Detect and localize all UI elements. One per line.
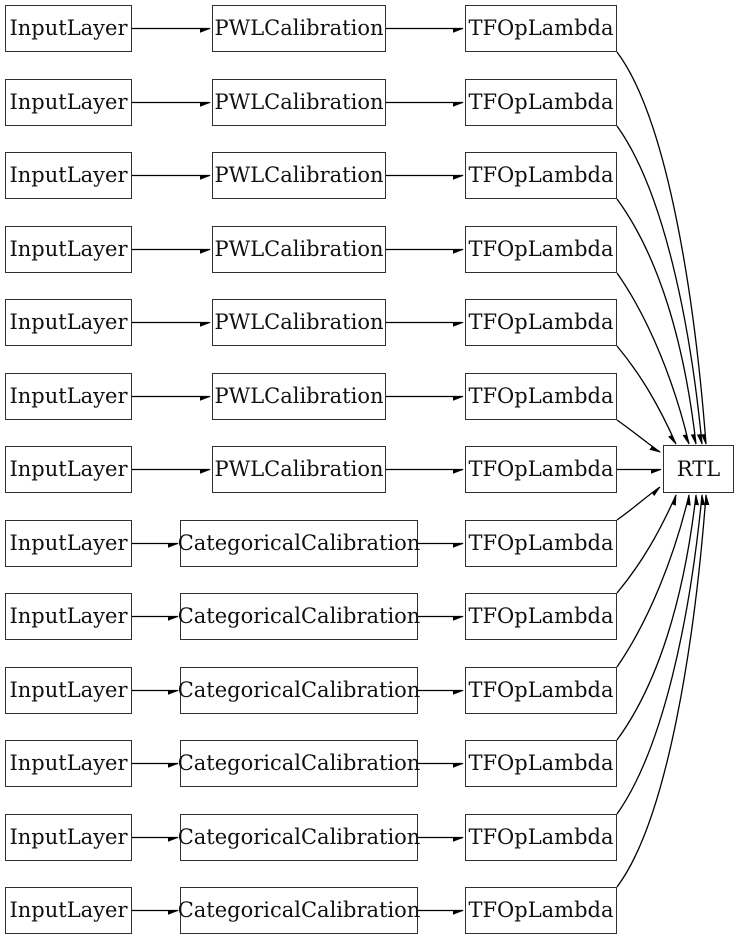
edge-arrow (616, 495, 702, 815)
tfop-lambda-node: TFOpLambda (465, 226, 617, 273)
input-layer-node: InputLayer (5, 373, 132, 420)
tfop-lambda-node: TFOpLambda (465, 5, 617, 52)
edge-arrow (616, 51, 707, 444)
input-layer-node: InputLayer (5, 667, 132, 714)
tfop-lambda-node: TFOpLambda (465, 299, 617, 346)
input-layer-node: InputLayer (5, 226, 132, 273)
edge-arrow (616, 419, 660, 452)
tfop-lambda-node: TFOpLambda (465, 593, 617, 640)
calibration-node: PWLCalibration (212, 373, 386, 420)
tfop-lambda-node: TFOpLambda (465, 152, 617, 199)
edge-arrow (616, 495, 706, 888)
calibration-node: PWLCalibration (212, 79, 386, 126)
calibration-node: PWLCalibration (212, 299, 386, 346)
tfop-lambda-node: TFOpLambda (465, 740, 617, 787)
tfop-lambda-node: TFOpLambda (465, 887, 617, 934)
edge-arrow (616, 125, 703, 444)
input-layer-node: InputLayer (5, 520, 132, 567)
calibration-node: CategoricalCalibration (178, 887, 420, 934)
tfop-lambda-node: TFOpLambda (465, 814, 617, 861)
edge-arrow (616, 272, 690, 444)
tfop-lambda-node: TFOpLambda (465, 446, 617, 493)
input-layer-node: InputLayer (5, 814, 132, 861)
input-layer-node: InputLayer (5, 887, 132, 934)
rtl-node: RTL (663, 445, 734, 493)
input-layer-node: InputLayer (5, 5, 132, 52)
calibration-node: CategoricalCalibration (178, 520, 420, 567)
edge-arrow (616, 345, 677, 444)
calibration-node: CategoricalCalibration (178, 814, 420, 861)
edge-arrow (616, 495, 689, 668)
input-layer-node: InputLayer (5, 299, 132, 346)
input-layer-node: InputLayer (5, 740, 132, 787)
input-layer-node: InputLayer (5, 152, 132, 199)
edge-arrow (616, 487, 660, 521)
edge-arrow (616, 495, 677, 594)
calibration-node: CategoricalCalibration (178, 593, 420, 640)
tfop-lambda-node: TFOpLambda (465, 79, 617, 126)
input-layer-node: InputLayer (5, 79, 132, 126)
calibration-node: PWLCalibration (212, 226, 386, 273)
tfop-lambda-node: TFOpLambda (465, 520, 617, 567)
tfop-lambda-node: TFOpLambda (465, 667, 617, 714)
edge-arrow (616, 198, 697, 444)
input-layer-node: InputLayer (5, 446, 132, 493)
input-layer-node: InputLayer (5, 593, 132, 640)
tfop-lambda-node: TFOpLambda (465, 373, 617, 420)
calibration-node: PWLCalibration (212, 5, 386, 52)
edge-arrow (616, 495, 696, 741)
calibration-node: PWLCalibration (212, 152, 386, 199)
calibration-node: CategoricalCalibration (178, 740, 420, 787)
calibration-node: PWLCalibration (212, 446, 386, 493)
calibration-node: CategoricalCalibration (178, 667, 420, 714)
